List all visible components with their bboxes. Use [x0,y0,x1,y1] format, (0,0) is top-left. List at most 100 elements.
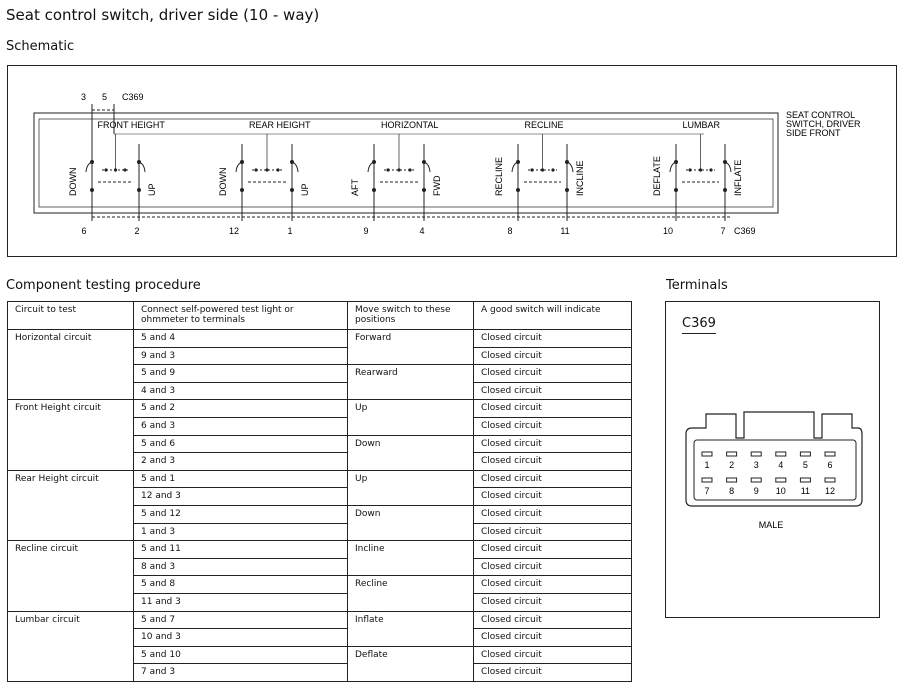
terminal-slot [701,477,713,483]
connector-inner [693,439,857,501]
terminals-cell: 5 and 8 [133,575,348,594]
terminal-dot [372,188,376,192]
group-label: RECLINE [525,120,564,130]
terminals-cell: 12 and 3 [133,487,348,506]
terminal-number: 1 [704,460,709,470]
terminals-cell: 10 and 3 [133,628,348,647]
procedure-heading: Component testing procedure [6,278,201,293]
pin-label: 5 [102,92,107,102]
result-cell: Closed circuit [473,381,632,401]
result-cell: Closed circuit [473,487,632,506]
position-cell: Up [347,399,474,436]
column-header: Circuit to test [7,301,134,330]
terminal-slot [726,477,738,483]
direction-label: DOWN [218,168,228,197]
terminal-number: 6 [827,460,832,470]
terminal-number: 10 [776,486,786,496]
result-cell: Closed circuit [473,346,632,366]
schematic-heading: Schematic [6,39,75,54]
terminal-slot [750,451,762,457]
circuit-name: Rear Height circuit [7,469,134,542]
position-cell: Forward [347,328,474,366]
result-cell: Closed circuit [473,364,632,383]
result-cell: Closed circuit [473,592,632,612]
result-cell: Closed circuit [473,434,632,454]
result-cell: Closed circuit [473,540,632,559]
direction-label: INFLATE [733,160,743,196]
terminal-dot [516,188,520,192]
group-label: LUMBAR [683,120,721,130]
terminal-dot [530,168,534,172]
terminals-cell: 5 and 4 [133,329,348,348]
terminal-dot [408,168,412,172]
pin-label: 4 [419,226,424,236]
result-cell: Closed circuit [473,610,632,630]
terminal-number: 2 [729,460,734,470]
terminal-slot [824,451,836,457]
switch-inner-outline [38,118,774,208]
terminals-cell: 5 and 12 [133,504,348,524]
terminals-cell: 8 and 3 [133,557,348,577]
terminal-slot [750,477,762,483]
position-cell: Down [347,504,474,542]
terminal-dot [137,188,141,192]
terminal-number: 4 [778,460,783,470]
contact-arc [669,161,679,173]
terminal-number: 5 [803,460,808,470]
terminals-cell: 1 and 3 [133,522,348,542]
side-label: SWITCH, DRIVER [786,119,861,129]
pin-label: 12 [229,226,239,236]
result-cell: Closed circuit [473,469,632,489]
terminal-number: 9 [754,486,759,496]
terminal-slot [775,451,787,457]
terminal-number: 12 [825,486,835,496]
pin-label: 3 [81,92,86,102]
contact-arc [511,161,521,173]
terminals-cell: 5 and 1 [133,469,348,489]
pin-label: 10 [663,226,673,236]
contact-arc [367,161,377,173]
gender-label: MALE [759,520,784,530]
terminal-dot [723,188,727,192]
position-cell: Rearward [347,364,474,401]
circuit-name: Horizontal circuit [7,328,134,401]
terminals-cell: 5 and 7 [133,610,348,630]
terminals-heading: Terminals [666,278,728,293]
group-label: REAR HEIGHT [249,120,311,130]
circuit-name: Lumbar circuit [7,610,134,682]
direction-label: UP [147,183,157,196]
column-header: Move switch to these positions [347,301,474,330]
direction-label: RECLINE [494,157,504,196]
terminal-slot [701,451,713,457]
terminals-cell: 5 and 6 [133,434,348,454]
terminal-slot [824,477,836,483]
contact-arc [289,161,299,173]
terminals-cell: 2 and 3 [133,452,348,471]
connector-outline [685,411,863,507]
position-cell: Incline [347,540,474,577]
direction-label: FWD [432,175,442,196]
terminal-slot [775,477,787,483]
terminal-dot [123,168,127,172]
terminal-dot [551,168,555,172]
direction-label: AFT [350,178,360,196]
position-cell: Recline [347,575,474,612]
terminal-number: 8 [729,486,734,496]
column-header: A good switch will indicate [473,301,632,330]
terminal-slot [799,477,811,483]
direction-label: DEFLATE [652,156,662,196]
terminal-dot [709,168,713,172]
terminal-dot [90,188,94,192]
terminal-dot [276,168,280,172]
